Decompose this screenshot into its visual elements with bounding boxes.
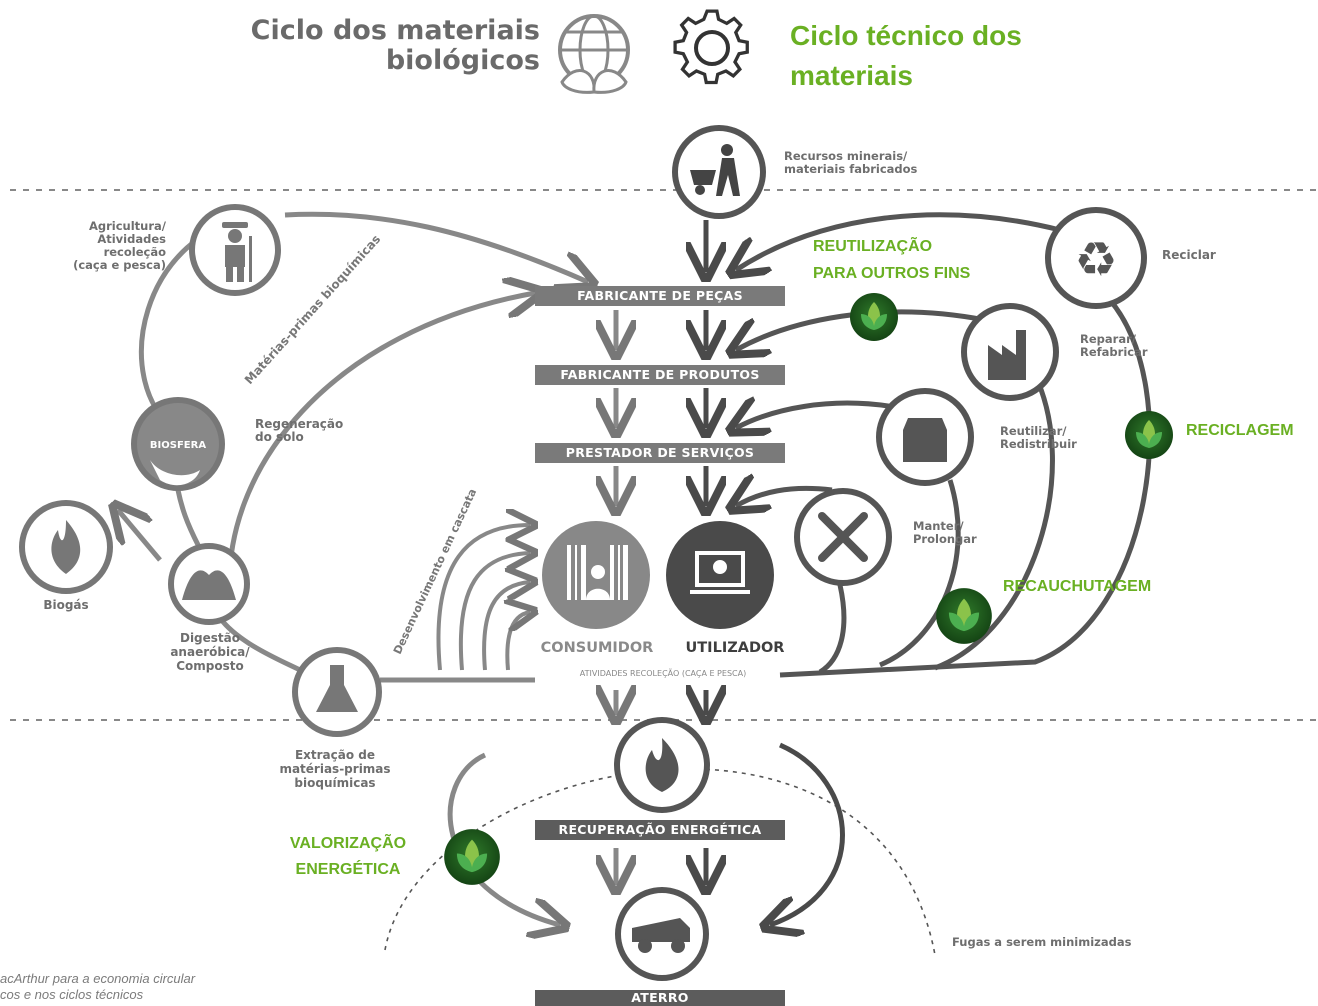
agri-line2: Atividades bbox=[97, 232, 166, 246]
product-manufacturer-bar: FABRICANTE DE PRODUTOS bbox=[535, 365, 785, 385]
agriculture-label: Agricultura/ Atividades recoleção (caça … bbox=[40, 220, 166, 272]
retreading-callout: RECAUCHUTAGEM bbox=[1003, 578, 1152, 595]
repair-line1: Reparar/ bbox=[1080, 332, 1136, 346]
factory-icon bbox=[988, 330, 1026, 380]
leaf-badge-energy bbox=[444, 829, 500, 885]
farmer-icon bbox=[222, 222, 252, 282]
consumer-node bbox=[542, 521, 650, 629]
agri-line3: recoleção bbox=[103, 245, 166, 259]
energy-valorization-callout: VALORIZAÇÃO ENERGÉTICA bbox=[268, 831, 428, 883]
recycling-callout: RECICLAGEM bbox=[1186, 422, 1294, 439]
footnote-line1: acArthur para a economia circular bbox=[0, 971, 196, 986]
maintain-node bbox=[794, 488, 892, 586]
feedstock-arrow bbox=[284, 211, 588, 282]
bio-title-line2: biológicos bbox=[385, 45, 540, 76]
parts-manufacturer-bar: FABRICANTE DE PEÇAS bbox=[535, 286, 785, 306]
tech-title-line2: materiais bbox=[790, 60, 913, 91]
recycle-node: ♻ bbox=[1045, 207, 1147, 309]
recycle-label: Reciclar bbox=[1162, 248, 1216, 262]
leaks-label: Fugas a serem minimizadas bbox=[952, 935, 1132, 949]
refurbish-node bbox=[961, 303, 1059, 401]
repair-label: Reparar/ Refabricar bbox=[1080, 333, 1148, 359]
extraction-label: Extração de matérias-primas bioquímicas bbox=[265, 748, 405, 790]
reuse-label: Reutilizar/ Redistribuir bbox=[1000, 425, 1077, 451]
cascade-arc-label: Desenvolvimento em cascata bbox=[391, 487, 479, 657]
agri-line4: (caça e pesca) bbox=[73, 258, 166, 272]
reuse-other-line2: PARA OUTROS FINS bbox=[813, 265, 971, 282]
extract-line1: Extração de bbox=[294, 748, 376, 762]
digest-line1: Digestão bbox=[179, 631, 241, 645]
biogas-node bbox=[19, 500, 113, 594]
consumer-label: CONSUMIDOR bbox=[540, 640, 654, 656]
regen-line1: Regeneração bbox=[255, 417, 344, 431]
fire-icon bbox=[645, 738, 679, 792]
reuse-other-line1: REUTILIZAÇÃO bbox=[813, 238, 933, 255]
energy-node bbox=[614, 717, 710, 813]
reuse-line2: Redistribuir bbox=[1000, 437, 1077, 451]
dump-truck-icon bbox=[632, 918, 690, 953]
footnote-line2: cos e nos ciclos técnicos bbox=[0, 987, 144, 1002]
extract-line3: bioquímicas bbox=[294, 776, 376, 790]
bio-title-line1: Ciclo dos materiais bbox=[250, 15, 540, 46]
landfill-node bbox=[615, 887, 709, 981]
flame-icon bbox=[51, 520, 81, 574]
bio-cycle-title: Ciclo dos materiais biológicos bbox=[150, 16, 540, 76]
reuse-other-purposes-callout: REUTILIZAÇÃO PARA OUTROS FINS bbox=[813, 233, 970, 287]
agri-line1: Agricultura/ bbox=[88, 219, 166, 233]
user-node bbox=[666, 521, 774, 629]
minerals-label: Recursos minerais/ materiais fabricados bbox=[784, 150, 917, 176]
leaf-badge-recycling bbox=[1125, 411, 1173, 459]
maintain-line1: Manter/ bbox=[913, 519, 964, 533]
maintain-label: Manter/ Prolongar bbox=[913, 520, 977, 546]
reuse-node bbox=[876, 388, 974, 486]
digestion-label: Digestão anaeróbica/ Composto bbox=[150, 631, 270, 673]
user-label: UTILIZADOR bbox=[685, 640, 785, 656]
soil-regeneration-label: Regeneração do solo bbox=[255, 418, 343, 444]
users-subtitle: ATIVIDADES RECOLEÇÃO (CAÇA E PESCA) bbox=[579, 669, 747, 678]
tech-title-line1: Ciclo técnico dos bbox=[790, 20, 1022, 51]
miner-node bbox=[672, 125, 766, 219]
energy-callout-line1: VALORIZAÇÃO bbox=[289, 835, 407, 852]
service-provider-bar: PRESTADOR DE SERVIÇOS bbox=[535, 443, 785, 463]
regen-line2: do solo bbox=[255, 430, 304, 444]
repair-line2: Refabricar bbox=[1080, 345, 1148, 359]
source-footnote: acArthur para a economia circular cos e … bbox=[0, 971, 195, 1003]
compost-icon bbox=[182, 570, 236, 600]
box-icon bbox=[903, 418, 947, 462]
miner-icon bbox=[690, 144, 740, 196]
landfill-bar: ATERRO bbox=[535, 990, 785, 1006]
farmer-node bbox=[189, 204, 281, 296]
extraction-node bbox=[292, 647, 382, 737]
biosphere-node: BIOSFERA bbox=[131, 397, 225, 491]
minerals-line1: Recursos minerais/ bbox=[784, 149, 908, 163]
leaf-badge-retreading bbox=[936, 588, 992, 644]
extract-line2: matérias-primas bbox=[279, 762, 391, 776]
barcode-person-icon bbox=[567, 545, 628, 600]
digest-line2: anaeróbica/ bbox=[170, 645, 250, 659]
digestion-node bbox=[168, 543, 250, 625]
minerals-line2: materiais fabricados bbox=[784, 162, 918, 176]
leaf-badge-reuse bbox=[850, 293, 898, 341]
gear-icon bbox=[673, 9, 749, 85]
reuse-line1: Reutilizar/ bbox=[1000, 424, 1067, 438]
tools-icon bbox=[818, 512, 868, 562]
feedstock-inner-arc bbox=[226, 293, 535, 601]
digest-line3: Composto bbox=[176, 659, 244, 673]
maintain-line2: Prolongar bbox=[913, 532, 977, 546]
biosphere-label: BIOSFERA bbox=[150, 440, 206, 451]
laptop-icon bbox=[690, 551, 750, 594]
biogas-arrow bbox=[118, 510, 162, 562]
energy-recovery-bar: RECUPERAÇÃO ENERGÉTICA bbox=[535, 820, 785, 840]
tech-cycle-title: Ciclo técnico dos materiais bbox=[790, 16, 1120, 96]
globe-leaf-icon bbox=[558, 14, 630, 94]
recycle-icon: ♻ bbox=[1074, 232, 1117, 288]
energy-callout-line2: ENERGÉTICA bbox=[295, 861, 401, 878]
flask-icon bbox=[316, 665, 358, 712]
biogas-label: Biogás bbox=[43, 598, 89, 612]
